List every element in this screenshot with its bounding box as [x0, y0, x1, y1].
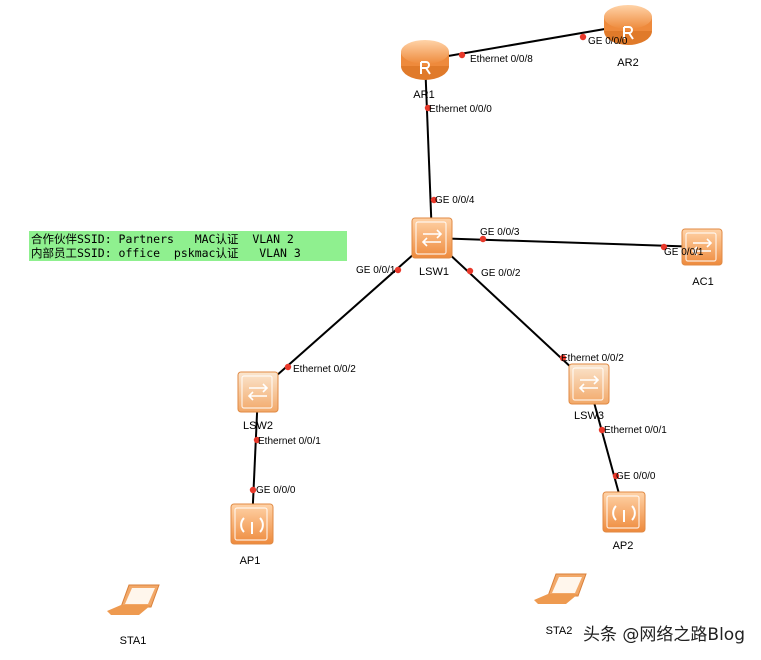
- device-lsw3[interactable]: LSW3: [568, 363, 610, 422]
- device-ac1[interactable]: AC1: [681, 228, 723, 288]
- device-lsw1[interactable]: LSW1: [411, 217, 453, 278]
- link-ports: Ethernet 0/0/8 GE 0/0/0: [458, 33, 628, 65]
- port-label: GE 0/0/0: [616, 471, 656, 482]
- device-label: STA1: [120, 635, 147, 647]
- switch-icon[interactable]: [237, 371, 279, 413]
- port-dot: [458, 51, 466, 59]
- link-lsw3-ap2[interactable]: [588, 383, 625, 513]
- port-label: GE 0/0/4: [435, 195, 475, 206]
- link-ar1-ar2[interactable]: [424, 24, 629, 61]
- port-dot: [660, 243, 668, 251]
- link-ports: Ethernet 0/0/1 GE 0/0/0: [598, 425, 667, 482]
- port-label: GE 0/0/0: [588, 36, 628, 47]
- link-lsw2-ap1[interactable]: [251, 391, 259, 525]
- device-label: AR1: [413, 89, 434, 101]
- device-label: AC1: [692, 276, 713, 288]
- port-label: Ethernet 0/0/2: [293, 364, 356, 375]
- device-label: AP2: [613, 540, 634, 552]
- laptop-icon[interactable]: [107, 584, 160, 615]
- device-sta2[interactable]: STA2: [534, 573, 587, 637]
- link-ports: GE 0/0/3 GE 0/0/1: [479, 227, 704, 258]
- device-ar2[interactable]: AR2: [604, 5, 652, 69]
- device-label: AP1: [240, 555, 261, 567]
- watermark: 头条 @网络之路Blog: [583, 625, 745, 645]
- device-lsw2[interactable]: LSW2: [237, 371, 279, 432]
- port-dot: [612, 472, 620, 480]
- router-icon[interactable]: [604, 5, 652, 45]
- port-label: GE 0/0/2: [481, 268, 521, 279]
- port-dot: [579, 33, 587, 41]
- link-lsw1-ac1[interactable]: [431, 237, 703, 248]
- port-dot: [479, 235, 487, 243]
- device-ap1[interactable]: AP1: [230, 503, 274, 567]
- link-layer: [251, 24, 703, 525]
- port-label: Ethernet 0/0/2: [561, 353, 624, 364]
- port-dot: [253, 436, 261, 444]
- port-label: GE 0/0/0: [256, 485, 296, 496]
- ac-icon[interactable]: [681, 228, 723, 266]
- port-label: Ethernet 0/0/1: [604, 425, 667, 436]
- core-switch-icon[interactable]: [411, 217, 453, 259]
- device-ap2[interactable]: AP2: [602, 491, 646, 552]
- link-ar1-lsw1[interactable]: [424, 59, 433, 239]
- port-dot: [424, 104, 432, 112]
- port-dot: [559, 354, 567, 362]
- port-label: GE 0/0/3: [480, 227, 520, 238]
- ap-icon[interactable]: [602, 491, 646, 533]
- port-dot: [249, 486, 257, 494]
- router-icon[interactable]: [401, 40, 449, 80]
- port-dot: [394, 266, 402, 274]
- device-sta1[interactable]: STA1: [107, 584, 160, 647]
- port-label: GE 0/0/1: [356, 265, 396, 276]
- port-label: Ethernet 0/0/0: [429, 104, 492, 115]
- link-ports: Ethernet 0/0/0 GE 0/0/4: [424, 104, 492, 206]
- port-dot: [466, 267, 474, 275]
- switch-icon[interactable]: [568, 363, 610, 405]
- device-label: LSW3: [574, 410, 604, 422]
- device-label: AR2: [617, 57, 638, 69]
- device-label: LSW2: [243, 420, 273, 432]
- device-label: STA2: [546, 625, 573, 637]
- device-ar1[interactable]: AR1: [401, 40, 449, 101]
- port-label: Ethernet 0/0/1: [258, 436, 321, 447]
- laptop-icon[interactable]: [534, 573, 587, 604]
- note-line-2: 内部员工SSID: office pskmac认证 VLAN 3: [31, 246, 301, 260]
- port-label: GE 0/0/1: [664, 247, 704, 258]
- note-line-1: 合作伙伴SSID: Partners MAC认证 VLAN 2: [31, 232, 294, 246]
- link-ports: Ethernet 0/0/1 GE 0/0/0: [249, 436, 321, 496]
- device-label: LSW1: [419, 266, 449, 278]
- port-dot: [598, 426, 606, 434]
- port-label: Ethernet 0/0/8: [470, 54, 533, 65]
- port-dot: [284, 363, 292, 371]
- ap-icon[interactable]: [230, 503, 274, 545]
- port-dot: [430, 196, 438, 204]
